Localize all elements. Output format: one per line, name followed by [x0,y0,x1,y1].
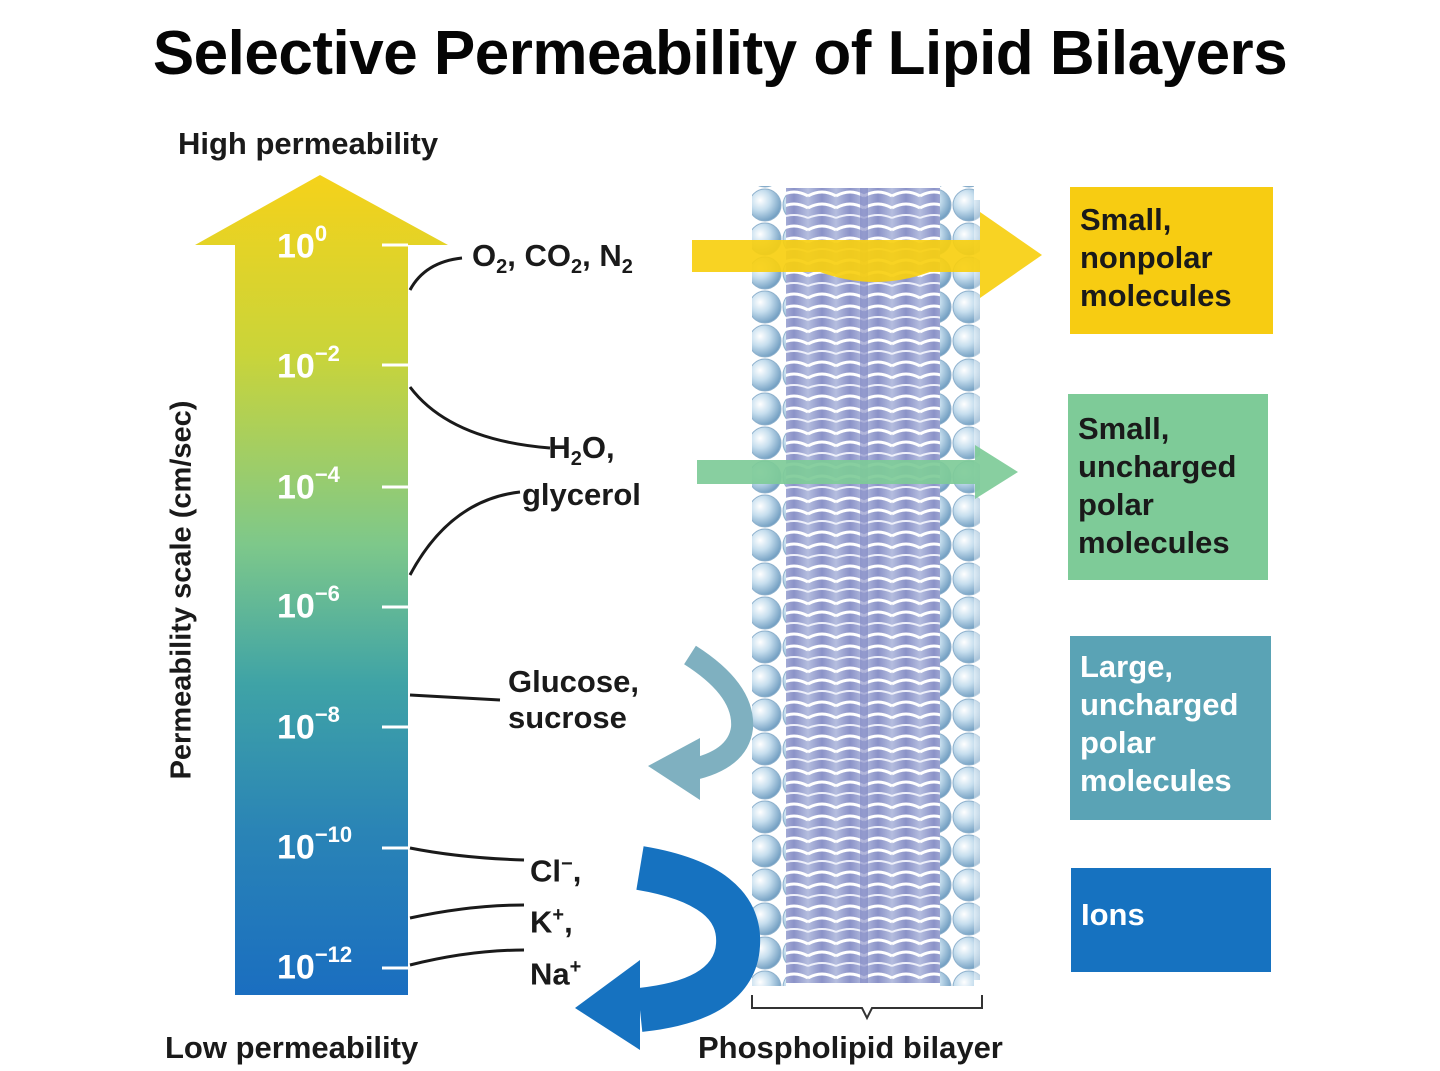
tick-label-6: 10−6 [277,581,340,626]
large-polar-bounce-arrow [648,645,754,800]
tick-label-12: 10−12 [277,942,353,987]
nonpolar-pass-arrow [692,212,1042,298]
phospholipid-bilayer [752,186,980,986]
polar-pass-arrow [697,445,1018,499]
category-ions: Ions [1071,868,1271,972]
category-small-uncharged-polar: Small, uncharged polar molecules [1068,394,1268,580]
tick-label-2: 10−2 [277,341,340,386]
category-large-uncharged-polar: Large, uncharged polar molecules [1070,636,1271,820]
permeability-scale-arrow [195,175,448,995]
tick-label-8: 10−8 [277,702,340,747]
tick-label-10: 10−10 [277,822,353,867]
leader-lines [408,256,551,967]
ions-bounce-arrow [575,846,761,1050]
scale-tick-marks [382,243,408,970]
tick-label-0: 100 [277,221,328,266]
tick-label-4: 10−4 [277,462,340,507]
water-glycerol-label: H2O, glycerol [522,430,641,513]
low-permeability-label: Low permeability [165,1030,419,1065]
bilayer-bracket [751,995,983,1021]
high-permeability-label: High permeability [178,126,439,161]
page-title: Selective Permeability of Lipid Bilayers [152,19,1288,88]
category-small-nonpolar: Small, nonpolar molecules [1070,187,1273,334]
gases-label: O2, CO2, N2 [472,238,633,279]
ions-label: Cl−, K+, Na+ [530,853,582,991]
bilayer-label: Phospholipid bilayer [698,1030,1003,1065]
glucose-sucrose-label: Glucose, sucrose [508,664,639,735]
